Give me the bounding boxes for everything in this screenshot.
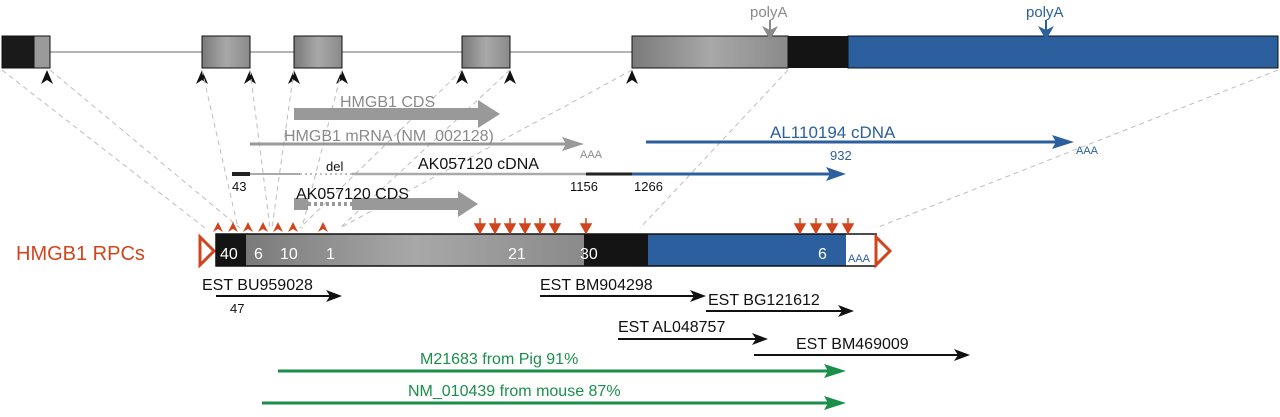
exon-5-dark [788, 36, 848, 68]
rpc-start-markers [213, 222, 328, 232]
est-bu959028-label: EST BU959028 [202, 277, 313, 294]
splice-marker [504, 70, 516, 84]
splice-marker [626, 70, 638, 84]
ak057120-pos-1266: 1266 [634, 179, 663, 194]
hmgb1-mrna-arrowhead [562, 137, 584, 151]
ak057120-pos-43: 43 [232, 179, 246, 194]
rpcs-segment-dark [216, 234, 246, 266]
ak057120-cds-start [294, 198, 308, 210]
rpc-up-marker [288, 222, 298, 232]
exon-5-blue [847, 35, 1279, 69]
exon-2 [201, 35, 251, 69]
rpc-down-marker [488, 223, 502, 235]
polya-label-2: polyA [1026, 4, 1064, 21]
rpcs-label: HMGB1 RPCs [16, 243, 145, 265]
rpcs-count: 10 [280, 246, 298, 263]
ortholog-mouse-arrowhead [824, 396, 846, 410]
splice-marker [196, 70, 208, 84]
est-bm469009-arrowhead [954, 349, 970, 361]
est-al048757-arrowhead [752, 333, 768, 345]
ak057120-del: del [326, 159, 343, 174]
est-bg121612-label: EST BG121612 [708, 292, 820, 309]
rpc-up-marker [213, 222, 223, 232]
rpc-down-marker [825, 223, 839, 235]
est-bm469009-label: EST BM469009 [796, 336, 909, 353]
transcripts: HMGB1 CDS HMGB1 mRNA (NM_002128) AAA AL1… [232, 94, 1099, 217]
ak057120-pos-1156: 1156 [570, 179, 598, 194]
splice-marker [288, 70, 300, 84]
hmgb1-cds-label: HMGB1 CDS [340, 94, 435, 111]
rpcs-count: 21 [508, 246, 526, 263]
rpcs-tail: AAA [848, 253, 871, 265]
rpc-up-marker [228, 222, 238, 232]
gene-structure: polyA polyA [1, 4, 1279, 84]
est-bu959028-pos: 47 [230, 301, 244, 316]
ests: EST BU959028 47 EST BM904298 EST BG12161… [202, 277, 970, 361]
rpc-up-marker [273, 222, 283, 232]
rpcs-count: 40 [220, 246, 238, 263]
exon-3 [293, 35, 343, 69]
rpc-down-marker [809, 223, 823, 235]
rpcs-segment-black [584, 234, 648, 266]
rpc-down-marker [533, 223, 547, 235]
rpcs-bar: HMGB1 RPCs 40 6 10 1 21 30 6 AAA [16, 218, 893, 269]
rpc-down-marker [518, 223, 532, 235]
ak057120-label: AK057120 cDNA [418, 156, 539, 173]
al110194-tail: AAA [1076, 145, 1099, 157]
rpc-up-marker [258, 222, 268, 232]
splice-markers [41, 70, 638, 84]
exon-5-gray [631, 35, 789, 69]
ortholog-mouse-label: NM_010439 from mouse 87% [408, 383, 621, 400]
rpc-down-marker [548, 223, 562, 235]
al110194-label: AL110194 cDNA [770, 123, 896, 142]
rpc-down-marker [473, 223, 487, 235]
rpc-down-marker [841, 223, 855, 235]
rpc-up-marker [318, 222, 328, 232]
al110194-pos: 932 [830, 148, 852, 163]
splice-marker [336, 70, 348, 84]
est-bu959028-arrowhead [326, 290, 342, 302]
rpc-end-markers [473, 218, 855, 235]
rpcs-count: 6 [818, 246, 827, 263]
rpcs-start-marker [198, 233, 217, 269]
est-al048757-label: EST AL048757 [618, 319, 725, 336]
hmgb1-cds-arrow [294, 100, 500, 128]
rpcs-count: 30 [580, 246, 598, 263]
al110194-arrowhead [1052, 135, 1074, 149]
rpc-down-marker [579, 223, 593, 235]
rpcs-count: 6 [254, 246, 263, 263]
est-bm904298-arrowhead [690, 290, 706, 302]
est-bg121612-arrowhead [838, 305, 854, 317]
splice-marker [41, 70, 53, 84]
rpcs-segment-blue [648, 234, 846, 266]
splice-marker [244, 70, 256, 84]
rpcs-end-marker [874, 233, 893, 269]
hmgb1-mrna-tail: AAA [580, 149, 603, 161]
rpc-up-marker [243, 222, 253, 232]
rpc-down-marker [793, 223, 807, 235]
ortholog-pig-arrowhead [824, 364, 846, 378]
est-bm904298-label: EST BM904298 [540, 277, 653, 294]
orthologs: M21683 from Pig 91% NM_010439 from mouse… [262, 351, 846, 410]
ortholog-pig-label: M21683 from Pig 91% [420, 351, 578, 368]
hmgb1-mrna-label: HMGB1 mRNA (NM_002128) [284, 128, 494, 145]
polya-arrowhead-1 [762, 26, 778, 40]
rpcs-count: 1 [326, 246, 335, 263]
ak057120-cds-arrow [352, 191, 478, 217]
splice-marker [456, 70, 468, 84]
rpcs-segment-gray [246, 234, 584, 266]
polya-arrowhead-2 [1038, 26, 1054, 40]
rpc-down-marker [503, 223, 517, 235]
exon-4 [461, 35, 511, 69]
exon-1 [33, 35, 51, 69]
ak057120-cds-label: AK057120 CDS [296, 186, 409, 203]
exon-1-dark [1, 35, 35, 69]
ak057120-arrowhead [826, 167, 846, 181]
polya-label-1: polyA [750, 4, 788, 21]
